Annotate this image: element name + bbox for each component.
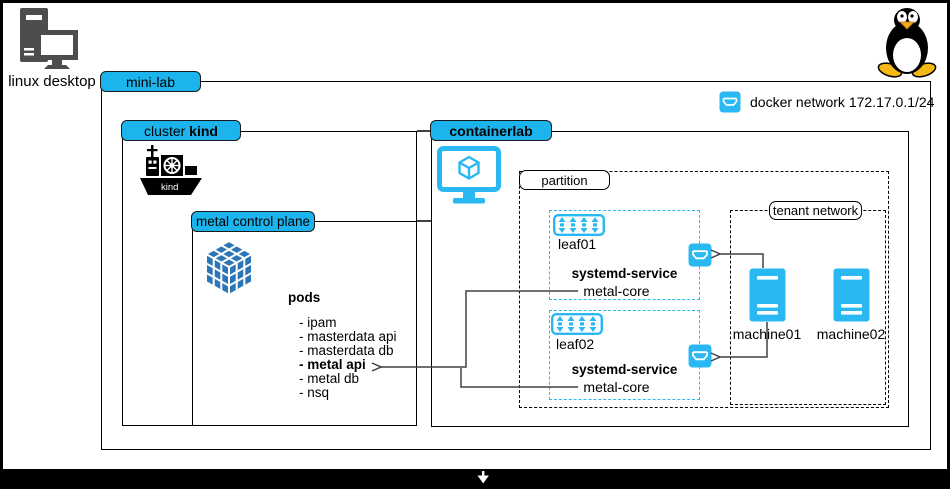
machine02-label: machine02 (816, 326, 886, 342)
fullscreen-exit-arrow-icon[interactable] (476, 471, 490, 484)
leaf02-switch-icon (551, 313, 603, 336)
tenant-network-label: tenant network (769, 201, 862, 220)
cluster-kind-label: cluster kind (121, 120, 241, 141)
pods-list: - ipam - masterdata api - masterdata db … (299, 316, 397, 400)
cube-icon (199, 237, 259, 299)
pods-title: pods (288, 290, 321, 305)
docker-network-label: docker network 172.17.0.1/24 (750, 94, 935, 110)
partition-box (519, 171, 889, 408)
containerlab-monitor-icon (437, 146, 501, 206)
pod-item-masterdata-db: - masterdata db (299, 343, 394, 358)
linux-desktop-icon (14, 8, 78, 70)
leaf02-service-name: metal-core (583, 379, 650, 395)
metal-control-plane-label: metal control plane (191, 211, 315, 232)
leaf02-docker-icon (688, 344, 712, 368)
pod-item-nsq: - nsq (299, 385, 330, 400)
machine02-server-icon (833, 268, 870, 322)
leaf01-docker-icon (688, 243, 712, 267)
containerlab-label: containerlab (430, 120, 552, 141)
docker-network-icon (719, 91, 741, 113)
partition-label: partition (519, 170, 610, 190)
containerlab-box (431, 131, 909, 427)
leaf02-name: leaf02 (556, 336, 595, 352)
tux-penguin-icon (876, 6, 940, 78)
linux-desktop-label: linux desktop (8, 73, 96, 90)
pod-item-ipam: - ipam (299, 315, 337, 330)
leaf01-service-name: metal-core (583, 283, 650, 299)
pod-item-masterdata-api: - masterdata api (299, 329, 397, 344)
leaf02-service-title: systemd-service (571, 362, 678, 377)
pod-item-metal-db: - metal db (299, 371, 360, 386)
cluster-kind-label-prefix: cluster (144, 122, 190, 139)
mini-lab-box (101, 81, 931, 450)
cluster-kind-label-bold: kind (189, 122, 218, 139)
machine01-server-icon (749, 268, 786, 322)
leaf01-service-title: systemd-service (571, 266, 678, 281)
leaf01-name: leaf01 (558, 236, 597, 252)
pod-item-metal-api: - metal api (299, 357, 366, 372)
kind-logo-text: kind (161, 182, 178, 193)
leaf01-switch-icon (553, 214, 605, 237)
machine01-label: machine01 (732, 326, 802, 342)
kind-ship-icon: kind (138, 143, 204, 199)
mini-lab-label: mini-lab (100, 71, 201, 92)
